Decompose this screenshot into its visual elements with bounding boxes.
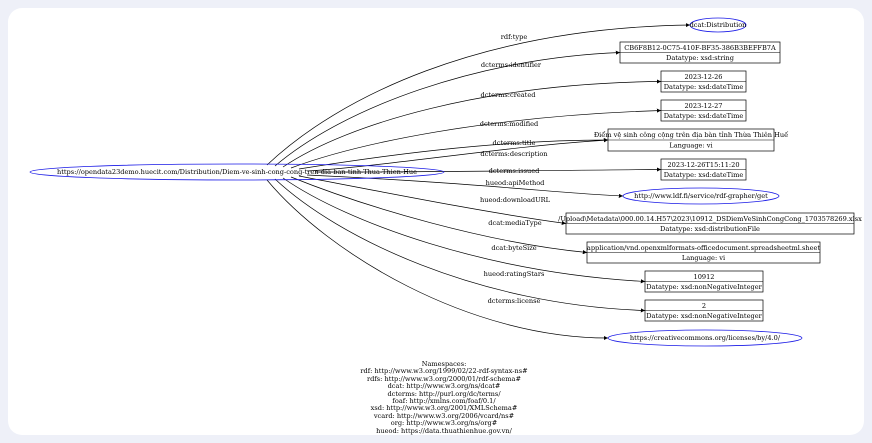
node-download: /Upload\Metadata\000.00.14.H57\2023\1091…	[558, 212, 862, 235]
edge-label: hueod:downloadURL	[480, 196, 551, 204]
edge-label: dcterms:issued	[489, 167, 541, 175]
modified-value: 2023-12-27	[684, 102, 722, 110]
api-uri-label: http://www.ldf.fi/service/rdf-grapher/ge…	[634, 192, 768, 200]
edge-line	[290, 108, 662, 169]
edge-5: dcterms:description	[306, 138, 609, 172]
rating-datatype: Datatype: xsd:nonNegativeInteger	[646, 312, 762, 320]
subject-ellipse	[29, 163, 445, 181]
namespace-line-dcterms: dcterms: http://purl.org/dc/terms/	[387, 389, 501, 398]
edge-line	[314, 167, 662, 173]
edge-line	[298, 175, 567, 226]
node-identifier: CB6F8B12-0C75-410F-BF35-386B3BEFFB7A Data…	[619, 41, 781, 64]
namespace-line-org: org: http://www.w3.org/ns/org#	[390, 419, 498, 428]
created-value: 2023-12-26	[684, 73, 722, 81]
issued-datatype: Datatype: xsd:dateTime	[664, 171, 744, 179]
download-datatype: Datatype: xsd:distributionFile	[660, 225, 760, 233]
edge-label: dcterms:license	[488, 297, 541, 305]
type-uri-label: dcat:Distribution	[690, 21, 748, 29]
edge-label: rdf:type	[501, 33, 528, 41]
node-api: http://www.ldf.fi/service/rdf-grapher/ge…	[622, 187, 780, 205]
edge-12: dcterms:license	[266, 179, 609, 341]
namespaces-legend: Namespaces: rdf: http://www.w3.org/1999/…	[308, 360, 580, 435]
node-titledesc: Điểm vệ sinh công cộng trên địa bàn tỉnh…	[594, 128, 789, 152]
edge-line	[282, 177, 646, 284]
edge-label: hueod:ratingStars	[484, 270, 545, 278]
node-type: dcat:Distribution	[689, 17, 748, 33]
edge-line	[306, 138, 609, 172]
edge-2: dcterms:created	[282, 79, 662, 168]
namespace-line-vcard: vcard: http://www.w3.org/2006/vcard/ns#	[373, 411, 515, 420]
namespaces-heading: Namespaces:	[421, 360, 467, 368]
edge-7: hueod:apiMethod	[306, 174, 624, 198]
bytesize-datatype: Datatype: xsd:nonNegativeInteger	[646, 283, 762, 291]
edge-label: dcat:mediaType	[488, 219, 541, 227]
titledesc-value: Điểm vệ sinh công cộng trên địa bàn tỉnh…	[594, 130, 789, 139]
subject-label: https://opendata23demo.huecit.com/Distri…	[57, 168, 417, 176]
node-mediatype: application/vnd.openxmlformats-officedoc…	[586, 241, 821, 264]
edge-line	[266, 179, 609, 341]
edge-label: dcterms:created	[481, 91, 537, 99]
edge-label: dcat:byteSize	[491, 244, 536, 252]
identifier-datatype: Datatype: xsd:string	[666, 54, 735, 62]
edge-3: dcterms:modified	[290, 108, 662, 169]
bytesize-value: 10912	[694, 273, 715, 281]
namespace-line-rdf: rdf: http://www.w3.org/1999/02/22-rdf-sy…	[360, 367, 528, 376]
edge-line	[290, 176, 588, 255]
edge-line	[274, 50, 621, 167]
titledesc-datatype: Language: vi	[669, 142, 712, 150]
modified-datatype: Datatype: xsd:dateTime	[664, 112, 744, 120]
namespace-line-rdfs: rdfs: http://www.w3.org/2000/01/rdf-sche…	[366, 374, 522, 383]
identifier-value: CB6F8B12-0C75-410F-BF35-386B3BEFFB7A	[624, 44, 776, 52]
edge-8: hueod:downloadURL	[298, 175, 567, 226]
mediatype-datatype: Language: vi	[682, 254, 725, 262]
download-value: /Upload\Metadata\000.00.14.H57\2023\1091…	[558, 215, 862, 223]
edge-0: rdf:type	[266, 22, 691, 166]
edge-label: dcterms:modified	[480, 120, 539, 128]
edge-label: dcterms:identifier	[481, 61, 542, 69]
edge-label: hueod:apiMethod	[486, 179, 546, 187]
subject-node: https://opendata23demo.huecit.com/Distri…	[29, 163, 445, 181]
namespace-line-dcat: dcat: http://www.w3.org/ns/dcat#	[387, 382, 501, 391]
edge-9: dcat:mediaType	[290, 176, 588, 255]
created-datatype: Datatype: xsd:dateTime	[664, 83, 744, 91]
edge-line	[266, 22, 691, 166]
namespace-line-hueod: hueod: https://data.thuathienhue.gov.vn/	[376, 426, 512, 435]
node-license: https://creativecommons.org/licenses/by/…	[607, 329, 803, 347]
namespace-line-foaf: foaf: http://xmlns.com/foaf/0.1/	[392, 397, 496, 406]
graph-canvas: rdf:type dcterms:identifier dcterms:create…	[8, 8, 864, 435]
edge-label: dcterms:description	[480, 150, 548, 158]
license-ellipse	[607, 329, 803, 347]
edge-10: dcat:byteSize	[282, 177, 646, 284]
edge-line	[306, 174, 624, 198]
namespace-line-xsd: xsd: http://www.w3.org/2001/XMLSchema#	[370, 404, 518, 413]
edge-line	[274, 178, 646, 313]
type-ellipse	[689, 17, 747, 33]
issued-value: 2023-12-26T15:11:20	[667, 161, 739, 169]
edge-6: dcterms:issued	[314, 167, 662, 175]
edge-line	[282, 79, 662, 168]
rdf-graph: rdf:type dcterms:identifier dcterms:create…	[29, 17, 862, 347]
rating-value: 2	[702, 302, 706, 310]
mediatype-value: application/vnd.openxmlformats-officedoc…	[587, 244, 821, 252]
edge-1: dcterms:identifier	[274, 50, 621, 167]
license-uri-label: https://creativecommons.org/licenses/by/…	[630, 334, 781, 342]
edge-line	[298, 137, 609, 170]
edge-11: hueod:ratingStars	[274, 178, 646, 313]
edge-label: dcterms:title	[493, 139, 536, 147]
api-ellipse	[622, 187, 780, 205]
